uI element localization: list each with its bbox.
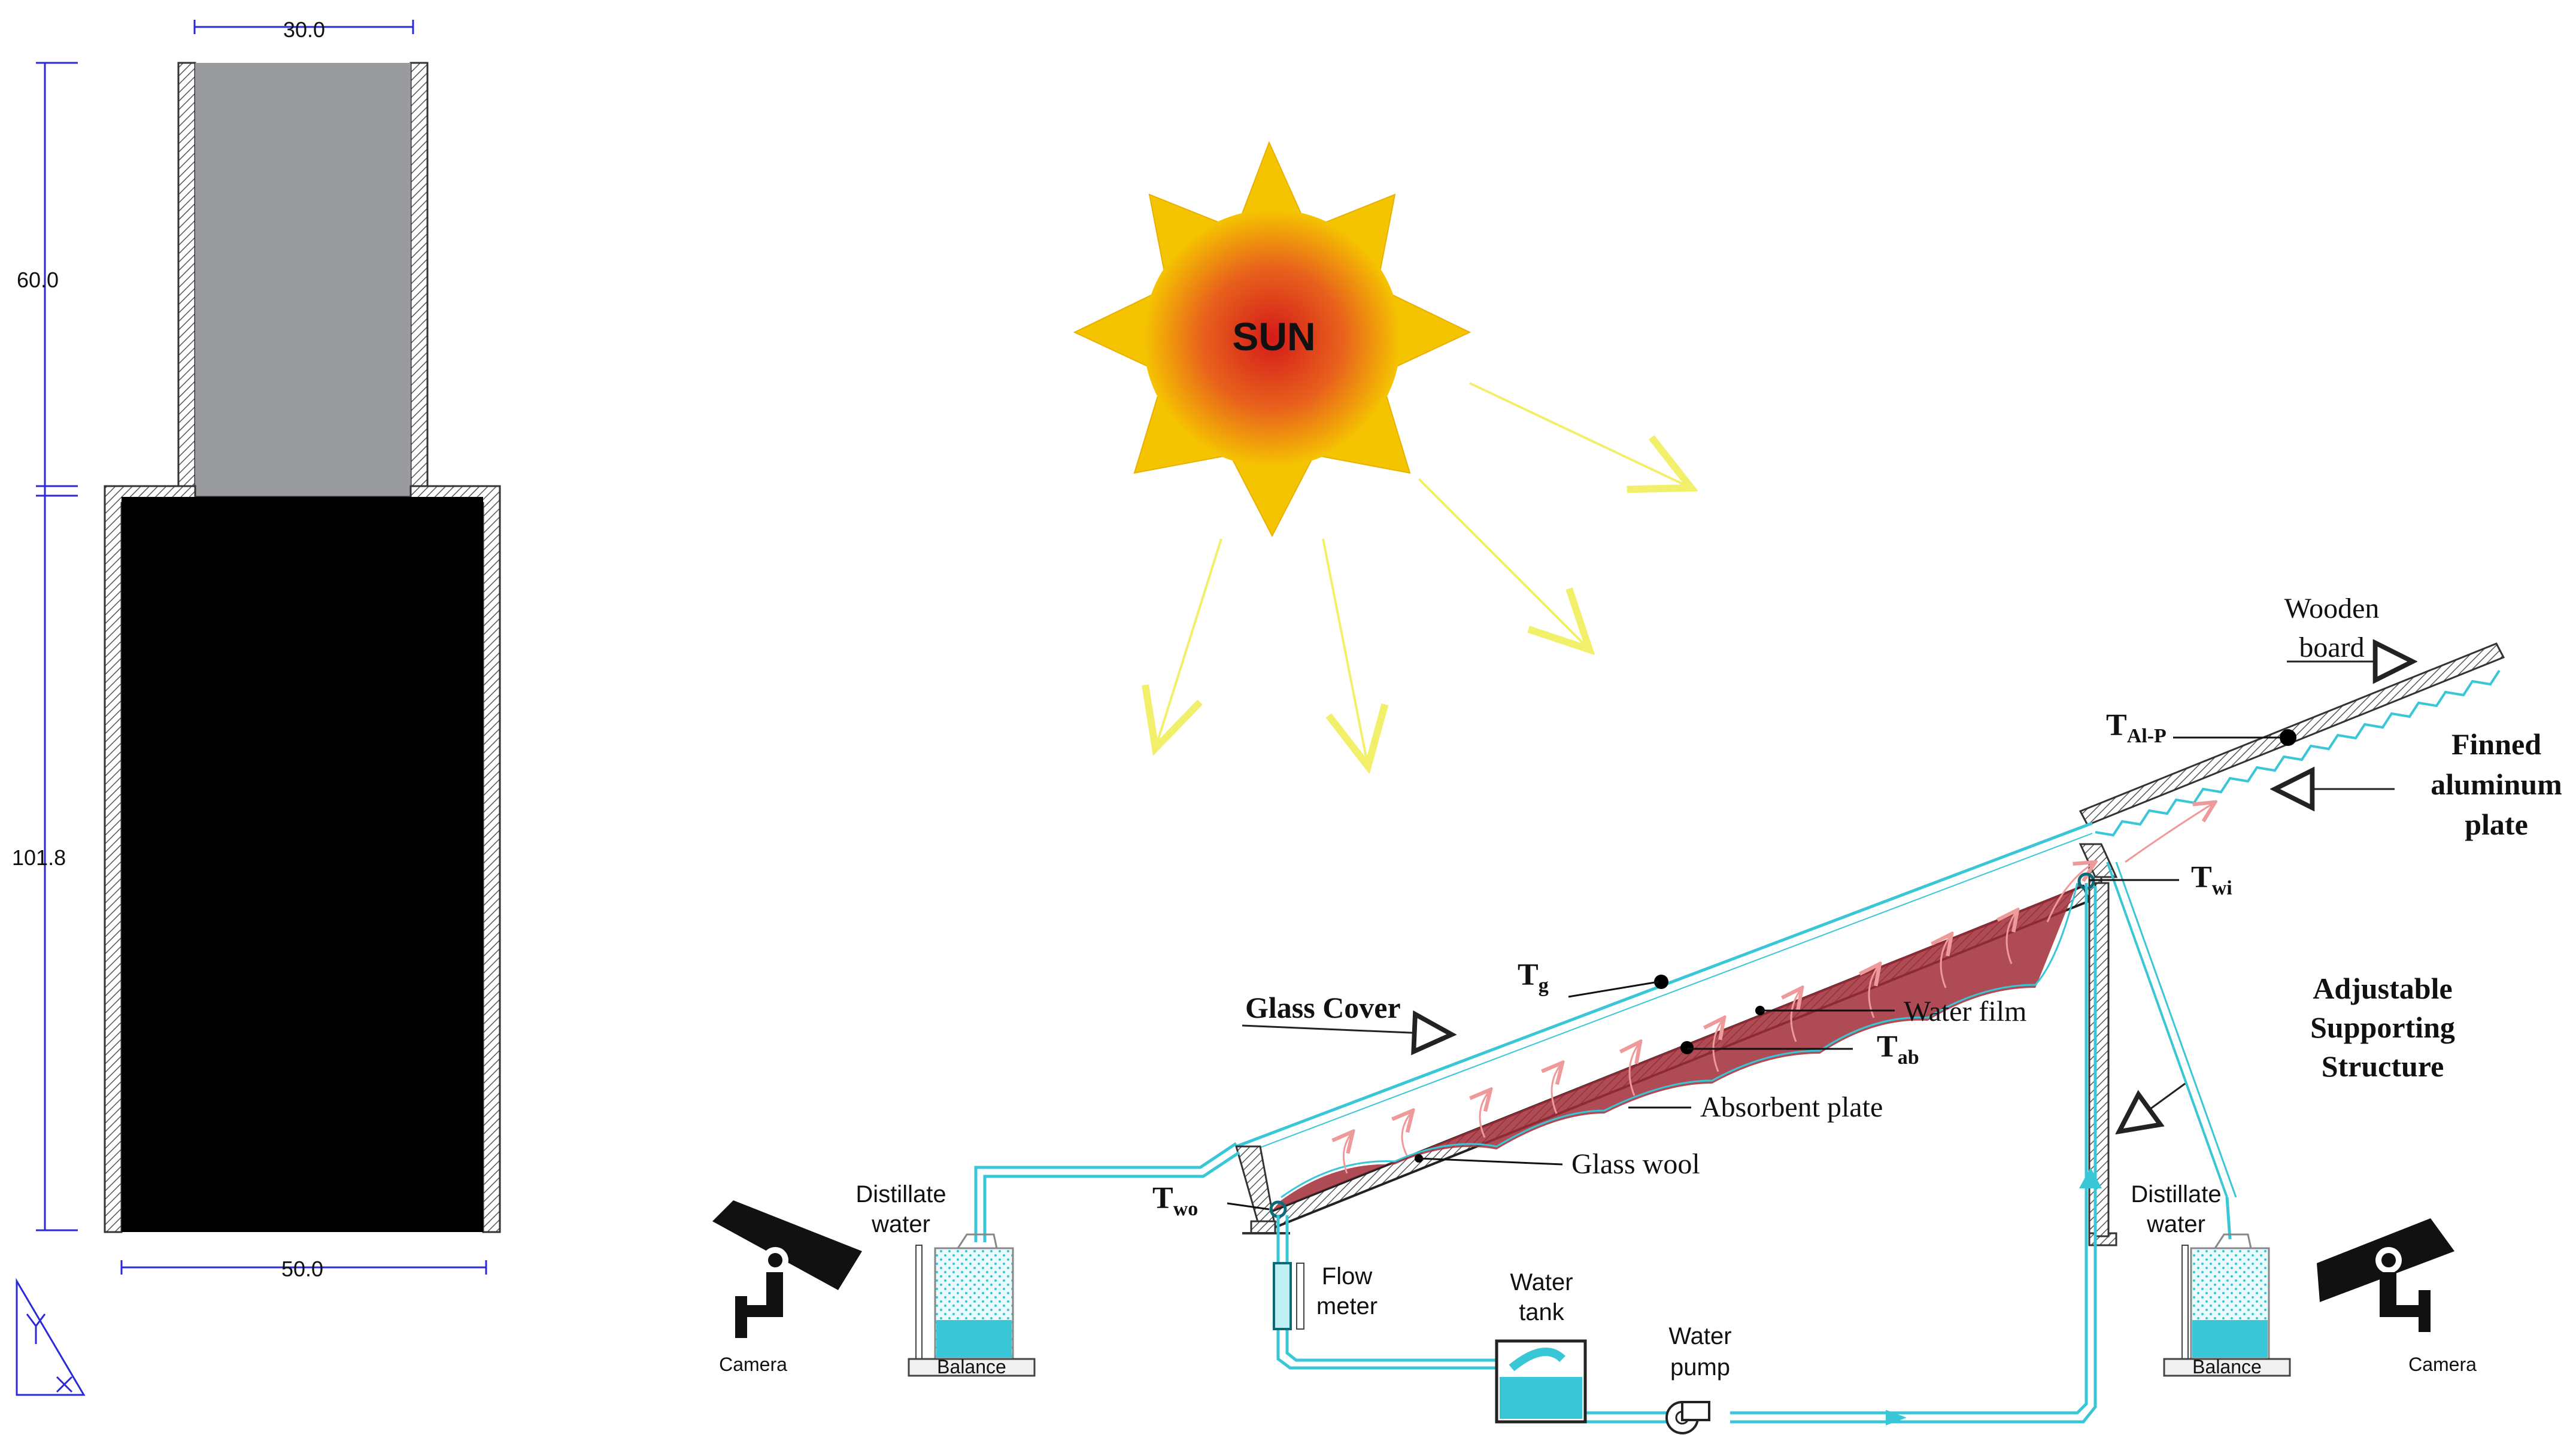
t-g-label: Tg	[1518, 958, 1549, 997]
t-al-p-label: TAl-P	[2106, 708, 2167, 747]
sun-core	[1143, 210, 1401, 467]
tab-sensor-dot	[1680, 1041, 1694, 1054]
sun-label: SUN	[1232, 314, 1315, 359]
water-film-label: Water film	[1904, 996, 2026, 1027]
absorbent-plate-label: Absorbent plate	[1700, 1091, 1883, 1123]
glass-cover-label: Glass Cover	[1245, 991, 1401, 1024]
dim-top-height: 60.0	[17, 268, 59, 292]
column-top-gray	[195, 63, 411, 497]
tg-sensor-dot	[1654, 975, 1668, 989]
flow-meter-label-2: meter	[1316, 1293, 1377, 1319]
column-top-wall-right	[409, 62, 429, 489]
temperature-labels: TAl-P Twi Tg Tab Two	[1152, 708, 2232, 1220]
flow-meter	[1273, 1262, 1304, 1330]
sun-ray-arrow	[1469, 382, 1691, 488]
finned-plate-label-1: Finned	[2451, 727, 2541, 761]
sun-ray-arrow	[1418, 478, 1589, 650]
tal-p-sensor-dot	[2280, 729, 2296, 746]
piping	[974, 883, 2232, 1424]
left-wall	[1235, 1145, 1276, 1231]
distillate-bottle-right	[2163, 1233, 2291, 1377]
water-tank	[1495, 1339, 1587, 1424]
t-wi-label: Twi	[2191, 860, 2232, 899]
solar-still	[1227, 644, 2505, 1246]
adjustable-support-label-3: Structure	[2322, 1049, 2444, 1083]
glass-wool-label: Glass wool	[1571, 1148, 1700, 1180]
column-top-wall-left	[177, 62, 196, 489]
balance-right-label: Balance	[2192, 1356, 2262, 1378]
balance-left-label: Balance	[937, 1356, 1006, 1378]
distillate-bottle-left	[908, 1233, 1036, 1377]
flow-meter-label-1: Flow	[1322, 1263, 1373, 1290]
column-bottom-black	[122, 497, 483, 1232]
distillate-right-label-2: water	[2146, 1211, 2205, 1237]
balance-right	[2163, 1358, 2291, 1377]
water-film	[1272, 883, 2083, 1211]
camera-left-label: Camera	[719, 1354, 787, 1375]
balance-left	[908, 1358, 1036, 1377]
adjustable-support-leg	[2106, 861, 2228, 1198]
column-drawing: 30.0 60.0 101.8 50.0	[12, 17, 501, 1396]
sun-ray-arrow	[1322, 538, 1368, 766]
sun: SUN	[1073, 141, 1691, 766]
water-pump-label-1: Water	[1668, 1323, 1731, 1349]
dim-bottom-height: 101.8	[12, 845, 66, 870]
support-arrow	[2119, 1082, 2186, 1131]
finned-plate-label-3: plate	[2465, 808, 2528, 841]
adjustable-support-label-2: Supporting	[2310, 1011, 2455, 1044]
wooden-board-label-1: Wooden	[2284, 593, 2380, 624]
camera-right-label: Camera	[2408, 1354, 2477, 1375]
t-ab-label: Tab	[1877, 1030, 1919, 1069]
water-tank-label-1: Water	[1510, 1269, 1573, 1296]
distillate-left-label-1: Distillate	[855, 1181, 946, 1208]
camera-left-icon	[712, 1200, 862, 1338]
wooden-board-label-2: board	[2299, 632, 2364, 663]
flow-direction-arrow	[2079, 1167, 2102, 1188]
adjustable-support-label-1: Adjustable	[2313, 972, 2452, 1005]
glass-cover-arrow	[1242, 1026, 1452, 1034]
dim-top-width: 30.0	[283, 17, 325, 42]
water-pump-label-2: pump	[1670, 1354, 1730, 1381]
t-wo-label: Two	[1152, 1181, 1198, 1220]
finned-plate-label-2: aluminum	[2431, 767, 2562, 801]
ucs-triangle-icon	[16, 1278, 86, 1396]
labels: Wooden board Finned aluminum plate Glass…	[719, 593, 2562, 1381]
camera-right-icon	[2317, 1218, 2454, 1332]
flow-direction-arrow	[1886, 1410, 1907, 1425]
distillate-left-label-2: water	[871, 1211, 930, 1237]
water-pump-icon	[1665, 1401, 1710, 1434]
evaporation-arrows	[1343, 802, 2215, 1174]
dim-bottom-width: 50.0	[281, 1257, 323, 1281]
sun-ray-arrow	[1155, 538, 1222, 748]
water-tank-label-2: tank	[1519, 1299, 1565, 1325]
finned-aluminum-plate	[2095, 669, 2501, 837]
distillate-right-label-1: Distillate	[2131, 1181, 2221, 1208]
flow-meter-body	[1273, 1262, 1292, 1330]
